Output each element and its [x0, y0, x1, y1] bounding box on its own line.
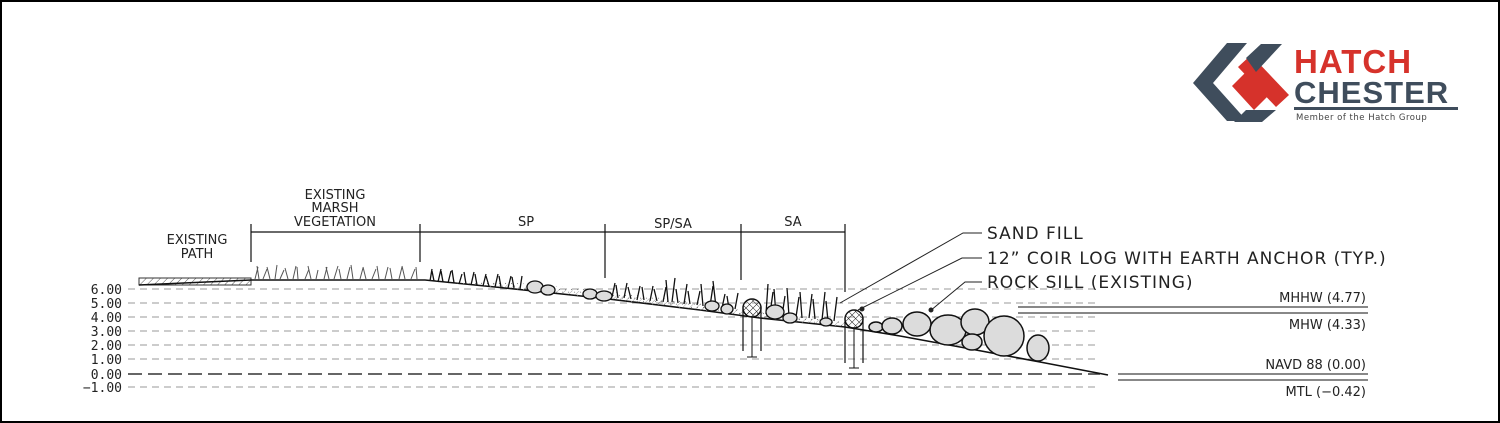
- zone-sp-sa-label: SP/SA: [654, 217, 692, 232]
- marsh-vegetation: [254, 264, 418, 280]
- elevation-gridlines: [128, 288, 1100, 388]
- axis-tick-label: 2.00: [91, 339, 122, 354]
- axis-tick-label: 3.00: [91, 325, 122, 340]
- coir-log-callout: 12” COIR LOG WITH EARTH ANCHOR (TYP.): [987, 249, 1387, 269]
- hatch-chester-logo: HATCH CHESTER Member of the Hatch Group: [1193, 43, 1458, 123]
- mhw-label: MHW (4.33): [1289, 318, 1366, 333]
- rock-sill-callout: ROCK SILL (EXISTING): [987, 273, 1194, 293]
- marsh-label-line2: MARSH: [311, 201, 358, 216]
- axis-tick-label: 6.00: [91, 283, 122, 298]
- marsh-label-line1: EXISTING: [305, 188, 366, 203]
- small-rocks: [526, 280, 833, 327]
- zone-labels: EXISTING PATH EXISTING MARSH VEGETATION …: [167, 188, 802, 262]
- sand-fill-callout: SAND FILL: [987, 224, 1084, 244]
- existing-path-label-line1: EXISTING: [167, 233, 228, 248]
- coir-log-upper: [742, 298, 762, 358]
- axis-tick-label: 1.00: [91, 353, 122, 368]
- logo-underline: [1294, 107, 1458, 110]
- existing-path-surface: [138, 277, 252, 286]
- axis-tick-label: 0.00: [91, 368, 122, 383]
- zone-dimension-line: [250, 224, 846, 292]
- mhhw-label: MHHW (4.77): [1279, 291, 1366, 306]
- logo-chester-text: CHESTER: [1294, 75, 1449, 110]
- tide-level-lines: [1018, 306, 1368, 381]
- zone-sa-label: SA: [784, 215, 801, 230]
- zone-sp-label: SP: [518, 215, 534, 230]
- existing-path-label-line2: PATH: [181, 247, 214, 262]
- rock-sill: [868, 308, 1050, 362]
- logo-mark-icon: [1193, 43, 1289, 122]
- navd88-label: NAVD 88 (0.00): [1265, 358, 1366, 373]
- elevation-axis-labels: 6.00 5.00 4.00 3.00 2.00 1.00 0.00 −1.00: [83, 283, 122, 396]
- axis-tick-label: −1.00: [83, 381, 122, 396]
- coir-log-lower: [844, 309, 864, 369]
- planted-vegetation: [429, 268, 838, 322]
- logo-hatch-text: HATCH: [1294, 43, 1412, 80]
- callout-leaders: [839, 232, 982, 313]
- logo-tagline: Member of the Hatch Group: [1296, 113, 1427, 123]
- axis-tick-label: 5.00: [91, 297, 122, 312]
- mtl-label: MTL (−0.42): [1285, 385, 1366, 400]
- marsh-label-line3: VEGETATION: [294, 215, 376, 230]
- axis-tick-label: 4.00: [91, 311, 122, 326]
